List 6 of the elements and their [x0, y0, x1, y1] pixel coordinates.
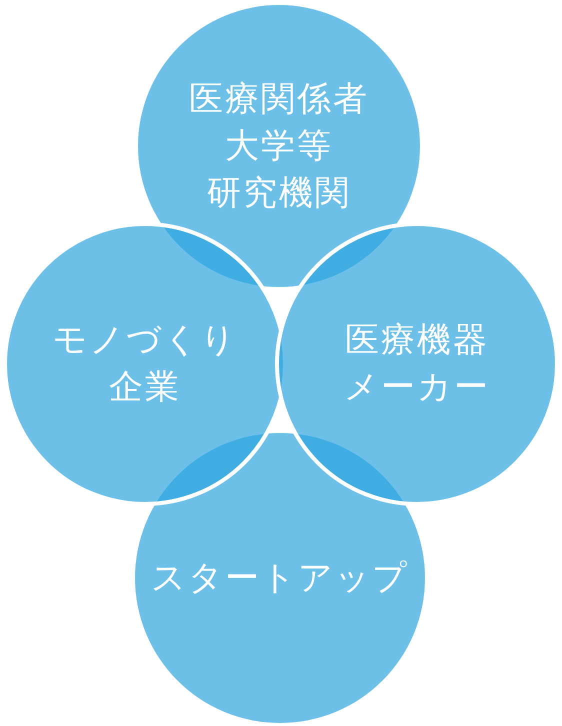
circle-label: モノづくり企業 [52, 319, 238, 409]
circle-label: スタートアップ [151, 556, 409, 600]
circle-label: 研究機関 [207, 172, 351, 214]
circle-label: 医療関係者 [189, 78, 369, 120]
circle-label: 医療機器メーカー [343, 319, 491, 409]
circle-label: 大学等 [225, 124, 333, 168]
